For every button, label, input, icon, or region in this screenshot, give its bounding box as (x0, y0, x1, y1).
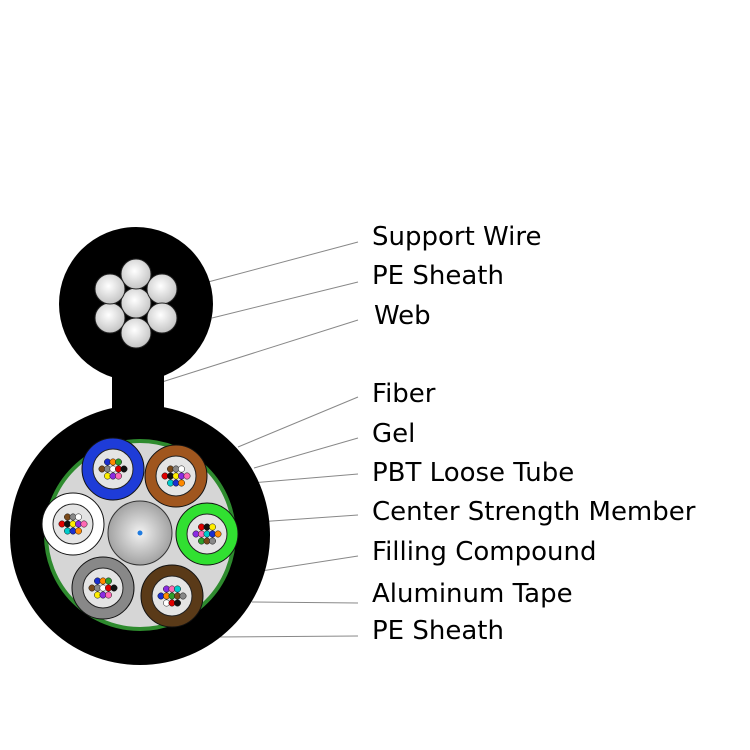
fiber (75, 527, 82, 535)
support-wire-strand-upper-left (94, 273, 126, 305)
label-web: Web (374, 301, 431, 331)
fiber (214, 530, 222, 538)
loose-tube-white (41, 492, 105, 556)
fiber (105, 577, 112, 585)
fiber (174, 585, 181, 593)
loose-tube-dark-brown (140, 564, 204, 628)
fiber (80, 520, 88, 528)
support-wire-strand-bottom (120, 317, 152, 349)
label-pe-sheath-top: PE Sheath (372, 261, 504, 291)
fiber (209, 537, 216, 545)
loose-tube-green (175, 502, 239, 566)
support-wire-strand-top (120, 258, 152, 290)
label-filling-compound: Filling Compound (372, 537, 597, 567)
cable-body (10, 227, 270, 665)
fiber (178, 465, 185, 473)
fiber (179, 592, 187, 600)
leader-line-10 (213, 635, 359, 638)
leader-line-3 (161, 319, 359, 383)
fiber (115, 472, 122, 480)
fiber (209, 523, 216, 531)
label-pbt-loose-tube: PBT Loose Tube (372, 458, 575, 488)
support-wire-strand-center (120, 287, 152, 319)
label-fiber: Fiber (372, 379, 436, 409)
fiber (115, 458, 122, 466)
loose-tube-blue (81, 437, 145, 501)
label-aluminum-tape: Aluminum Tape (372, 579, 573, 609)
fiber (174, 599, 181, 607)
fiber (110, 584, 118, 592)
leader-line-1 (207, 241, 359, 283)
fiber (183, 472, 191, 480)
fiber (105, 591, 112, 599)
label-center-strength-member: Center Strength Member (372, 497, 696, 527)
leader-line-2 (211, 281, 359, 319)
fiber (75, 513, 82, 521)
csm-core (137, 530, 143, 536)
fiber (120, 465, 128, 473)
leader-line-4 (237, 396, 359, 448)
fiber (178, 479, 185, 487)
loose-tube-gray (71, 556, 135, 620)
support-wire-strand-lower-right (146, 302, 178, 334)
loose-tube-brown (144, 444, 208, 508)
support-wire-strand-upper-right (146, 273, 178, 305)
support-wire-strand-lower-left (94, 302, 126, 334)
label-pe-sheath-bottom: PE Sheath (372, 616, 504, 646)
label-support-wire: Support Wire (372, 222, 542, 252)
label-gel: Gel (372, 419, 416, 449)
leader-line-5 (253, 437, 359, 469)
leader-line-9 (251, 601, 359, 604)
